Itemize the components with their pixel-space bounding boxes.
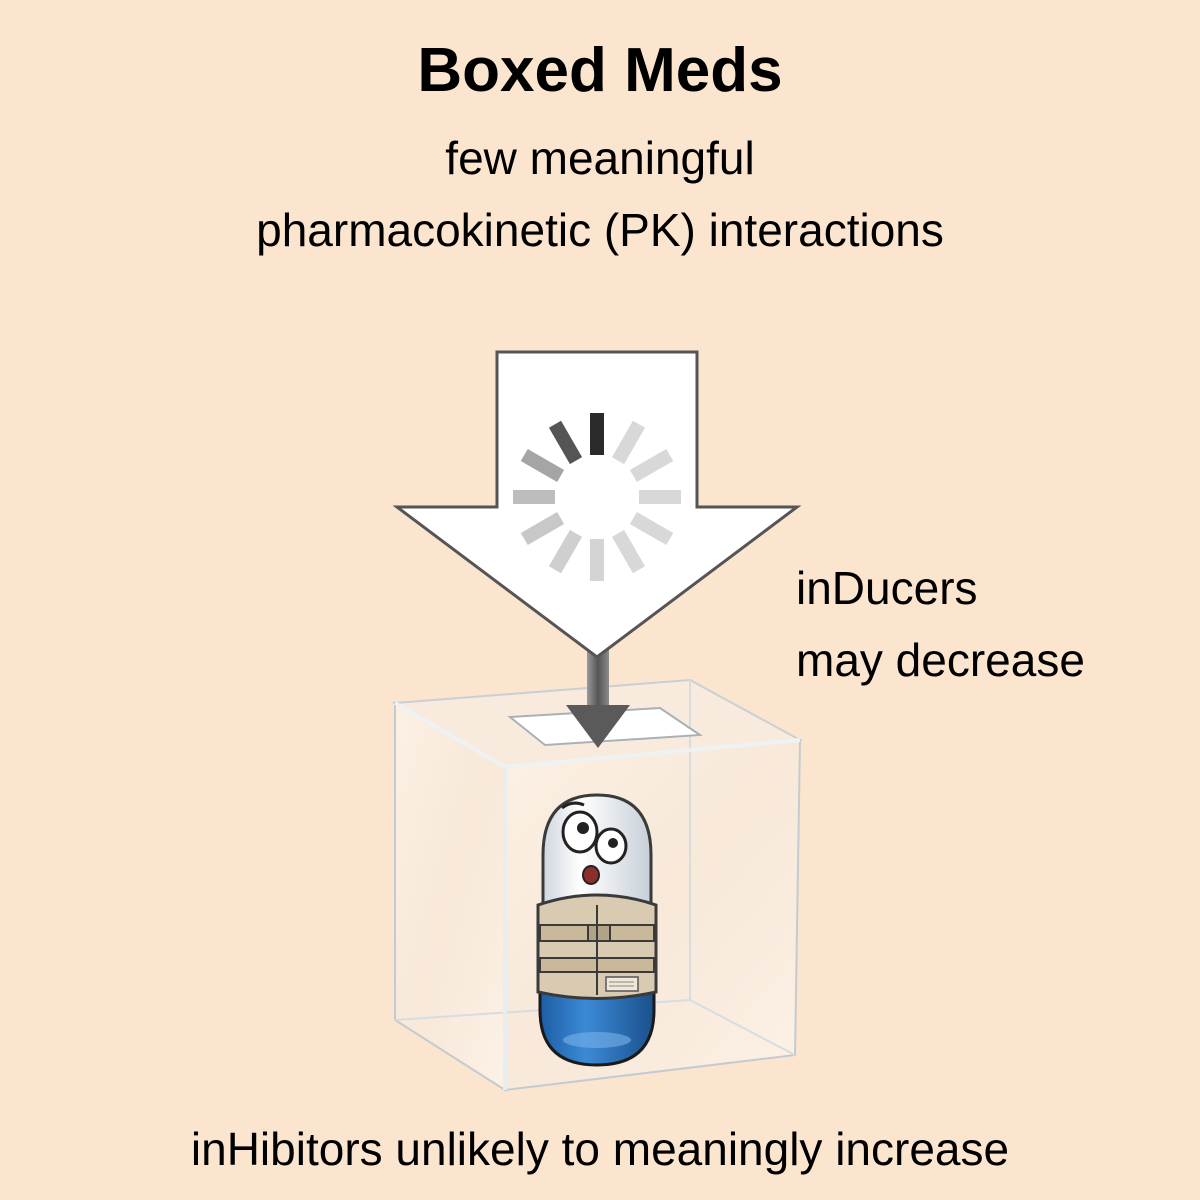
spinner-spoke	[590, 539, 604, 581]
spinner-spoke	[639, 490, 681, 504]
subtitle-line-2: pharmacokinetic (PK) interactions	[256, 204, 944, 256]
down-arrow-icon	[392, 350, 802, 659]
loading-spinner-icon	[513, 413, 681, 581]
pill-in-straitjacket-icon	[536, 793, 658, 1067]
insert-arrow-icon	[566, 640, 630, 748]
subtitle-line-1: few meaningful	[445, 132, 755, 184]
spinner-spoke	[513, 490, 555, 504]
spinner-spoke	[548, 529, 583, 574]
page-title: Boxed Meds	[417, 36, 783, 105]
spinner-spoke	[590, 413, 604, 455]
inhibitors-label: inHibitors unlikely to meaningly increas…	[190, 1123, 1010, 1175]
spinner-spoke	[629, 448, 674, 483]
spinner-spoke	[629, 511, 674, 546]
inducers-effect-label: may decrease	[796, 634, 1085, 686]
spinner-spoke	[520, 511, 565, 546]
inducers-label: inDucers	[796, 562, 978, 614]
spinner-spoke	[548, 420, 583, 465]
spinner-spoke	[520, 448, 565, 483]
spinner-spoke	[611, 529, 646, 574]
spinner-spoke	[611, 420, 646, 465]
